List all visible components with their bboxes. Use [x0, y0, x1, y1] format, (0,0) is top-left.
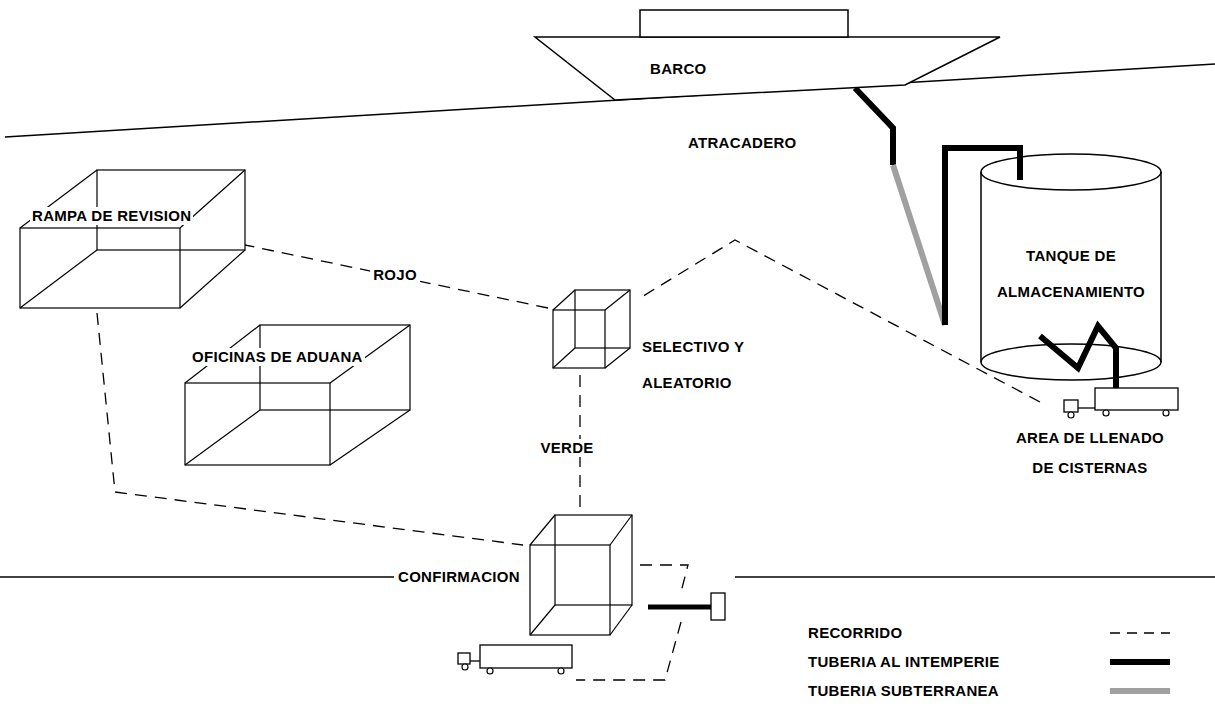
- customs-office-box: OFICINAS DE ADUANA: [180, 320, 416, 470]
- box-edge: [610, 515, 632, 545]
- box-front-face: [530, 545, 610, 635]
- inspection-ramp-box-outline: [15, 165, 250, 313]
- node-label: TANQUE DE ALMACENAMIENTO: [983, 238, 1159, 310]
- ship-shape: BARCO: [530, 0, 1010, 106]
- box-front-face: [20, 228, 180, 308]
- exit-route: [576, 622, 681, 680]
- box-front-face: [553, 310, 605, 368]
- route-label: VERDE: [537, 439, 596, 457]
- truck-wheel: [487, 668, 493, 674]
- box-edge: [530, 605, 555, 635]
- box-back-face: [575, 290, 630, 348]
- inspection-ramp-box: RAMPA DE REVISION: [15, 165, 250, 313]
- truck-cab: [1064, 400, 1078, 412]
- route-connector: [97, 313, 523, 545]
- box-edge: [180, 250, 245, 308]
- exit-truck: [458, 645, 572, 674]
- legend-line-sample: [1105, 684, 1175, 698]
- legend-line: [1110, 659, 1170, 665]
- legend-line-sample: [1105, 655, 1175, 669]
- ship-shape-outline: [530, 0, 1010, 106]
- node-label: SELECTIVO Y ALEATORIO: [640, 329, 780, 401]
- legend-line: [1110, 632, 1170, 633]
- boundary-line: [735, 576, 1215, 578]
- selector-box: SELECTIVO Y ALEATORIO: [548, 285, 788, 404]
- route-connector: [245, 245, 548, 308]
- filling-truck: [1064, 388, 1178, 418]
- box-edge: [330, 410, 410, 465]
- legend-line: [1110, 688, 1170, 694]
- box-back-face: [260, 325, 410, 410]
- gate-post: [711, 593, 725, 620]
- node-label: BARCO: [648, 60, 709, 78]
- box-edge: [553, 290, 575, 310]
- tank-bottom: [981, 344, 1161, 380]
- ship-deck: [640, 10, 848, 37]
- node-label: CONFIRMACION: [396, 568, 522, 586]
- box-front-face: [185, 383, 330, 465]
- truck-trailer: [1095, 388, 1178, 410]
- truck-wheel: [1103, 410, 1109, 416]
- box-edge: [185, 410, 260, 465]
- route-connector: [640, 240, 1040, 402]
- route-connector-segment: [640, 240, 1040, 402]
- legend-text: RECORRIDO: [805, 624, 905, 642]
- box-edge: [530, 515, 555, 545]
- truck-wheel: [558, 668, 564, 674]
- box-edge: [20, 250, 97, 308]
- node-label: AREA DE LLENADO DE CISTERNAS: [1005, 423, 1175, 483]
- route-label: ROJO: [370, 266, 420, 284]
- node-label: RAMPA DE REVISION: [30, 207, 193, 225]
- box-back-face: [555, 515, 632, 605]
- legend-text: TUBERIA SUBTERRANEA: [805, 682, 1002, 700]
- boundary-line: [0, 576, 394, 578]
- customs-office-box-outline: [180, 320, 416, 470]
- pipe-connector-segment: [855, 88, 893, 165]
- truck-trailer: [480, 645, 572, 668]
- route-connector-segment: [245, 245, 548, 308]
- truck-hitch: [1078, 407, 1095, 408]
- area-label: ATRACADERO: [685, 134, 800, 152]
- exit-route: [640, 565, 688, 592]
- storage-tank: TANQUE DE ALMACENAMIENTO: [978, 152, 1164, 384]
- tank-side: [981, 172, 1161, 362]
- tank-top: [981, 154, 1161, 190]
- truck-wheel: [1068, 412, 1074, 418]
- node-label: OFICINAS DE ADUANA: [190, 348, 365, 366]
- box-edge: [605, 290, 630, 310]
- legend-text: TUBERIA AL INTEMPERIE: [805, 653, 1003, 671]
- truck-wheel: [1163, 410, 1169, 416]
- gate-barrier: [648, 605, 712, 610]
- legend-line-sample: [1105, 626, 1175, 640]
- tanker-filling-area: AREA DE LLENADO DE CISTERNAS: [990, 385, 1190, 489]
- truck-cab: [458, 653, 470, 664]
- pipe-connector-segment: [893, 165, 945, 325]
- truck-hitch: [470, 660, 480, 661]
- box-edge: [553, 348, 575, 368]
- route-connector-segment: [97, 313, 523, 545]
- ship-hull: [535, 37, 1000, 100]
- confirmation-box: CONFIRMACION: [396, 510, 638, 640]
- box-edge: [610, 605, 632, 635]
- box-edge: [605, 348, 630, 368]
- truck-wheel: [462, 664, 468, 670]
